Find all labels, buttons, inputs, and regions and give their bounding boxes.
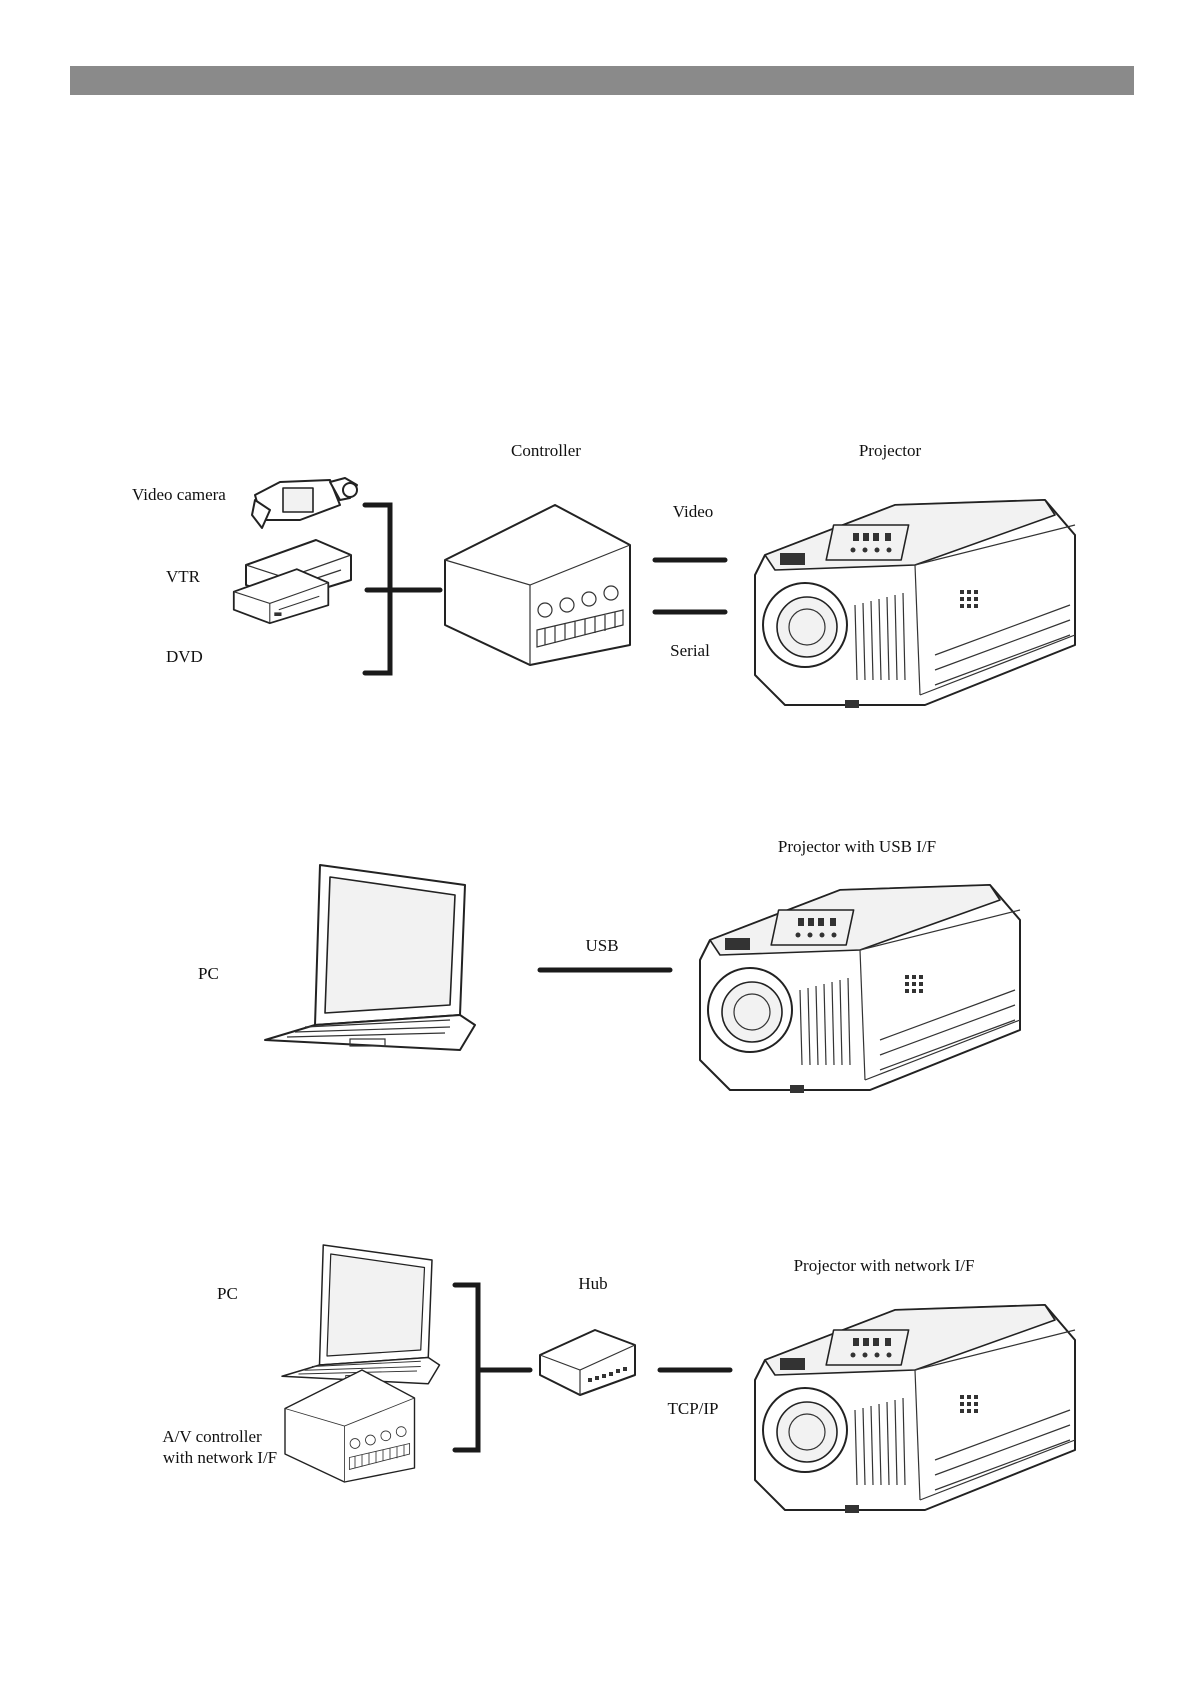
av-controller-icon [285, 1370, 415, 1482]
tcpip-label: TCP/IP [667, 1400, 718, 1419]
projector-network-label: Projector with network I/F [794, 1257, 975, 1276]
laptop-icon [265, 865, 475, 1050]
projector-icon [755, 500, 1075, 708]
av-controller-label-line1: A/V controller [162, 1428, 261, 1447]
projector-network-icon [755, 1305, 1075, 1513]
controller-icon [445, 505, 630, 665]
usb-label: USB [585, 937, 618, 956]
av-controller-label-line2: with network I/F [163, 1449, 277, 1468]
network-bracket [455, 1285, 478, 1450]
video-camera-label: Video camera [132, 486, 226, 505]
vtr-label: VTR [166, 568, 200, 587]
pc-label: PC [198, 965, 219, 984]
hub-icon [540, 1330, 635, 1395]
pc-network-label: PC [217, 1285, 238, 1304]
projector-usb-label: Projector with USB I/F [778, 838, 936, 857]
serial-label: Serial [670, 642, 710, 661]
dvd-label: DVD [166, 648, 203, 667]
video-camera-icon [252, 478, 357, 528]
hub-label: Hub [578, 1275, 607, 1294]
controller-label: Controller [511, 442, 581, 461]
projector-label: Projector [859, 442, 921, 461]
laptop-small-icon [282, 1245, 440, 1384]
video-label: Video [673, 503, 714, 522]
projector-usb-icon [700, 885, 1020, 1093]
